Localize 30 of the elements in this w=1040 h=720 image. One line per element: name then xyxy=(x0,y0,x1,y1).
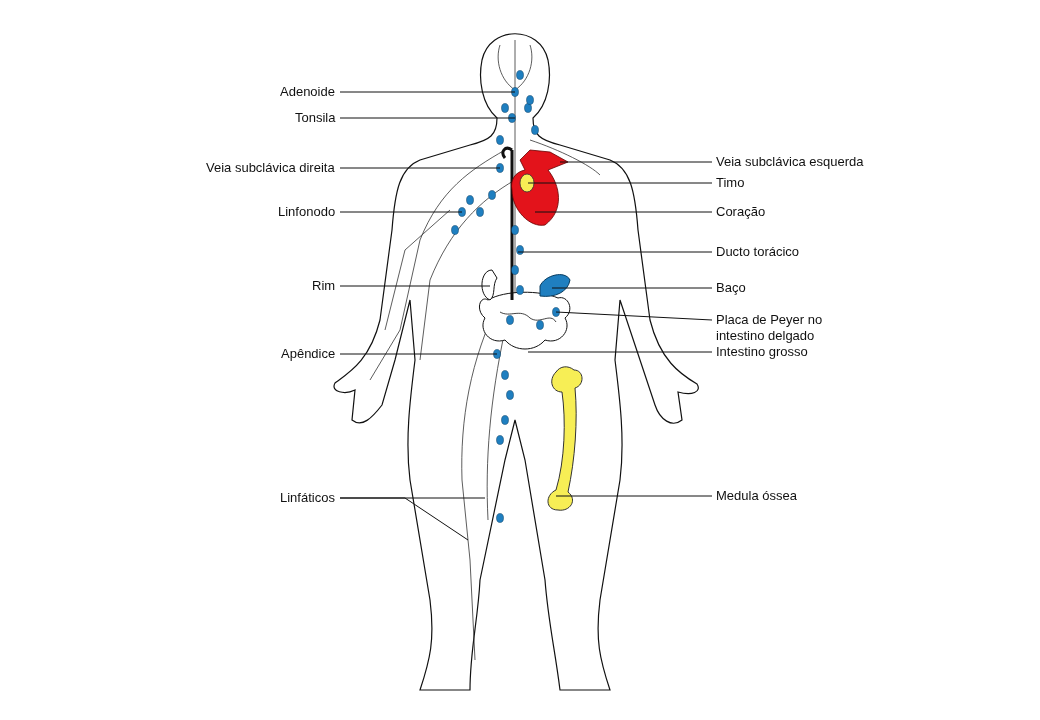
leader-line xyxy=(339,91,516,93)
part-label: Baço xyxy=(716,280,746,296)
part-label: Veia subclávica esquerda xyxy=(716,154,864,170)
leader-line xyxy=(551,287,713,289)
part-label: Placa de Peyer no intestino delgado xyxy=(716,312,846,344)
part-label: Apêndice xyxy=(281,346,336,362)
leader-line xyxy=(339,117,516,119)
part-label: Veia subclávica direita xyxy=(206,160,335,176)
leader-line xyxy=(555,495,713,497)
part-label: Medula óssea xyxy=(716,488,797,504)
part-label: Timo xyxy=(716,175,745,191)
part-label: Tonsila xyxy=(295,110,336,126)
leader-line xyxy=(559,161,713,163)
leader-line xyxy=(527,351,713,353)
leader-line xyxy=(527,182,713,184)
part-label: Rim xyxy=(312,278,336,294)
leader-line xyxy=(534,211,713,213)
leader-line xyxy=(339,497,469,541)
part-label: Intestino grosso xyxy=(716,344,808,360)
leader-line xyxy=(339,285,491,287)
leader-line xyxy=(517,251,713,253)
part-label: Adenoide xyxy=(280,84,335,100)
part-label: Linfonodo xyxy=(278,204,336,220)
leader-line xyxy=(555,311,713,321)
leader-line xyxy=(339,211,463,213)
leader-line xyxy=(339,353,498,355)
part-label: Linfáticos xyxy=(280,490,335,506)
leader-line xyxy=(339,167,501,169)
part-label: Ducto torácico xyxy=(716,244,800,260)
part-label: Coração xyxy=(716,204,766,220)
